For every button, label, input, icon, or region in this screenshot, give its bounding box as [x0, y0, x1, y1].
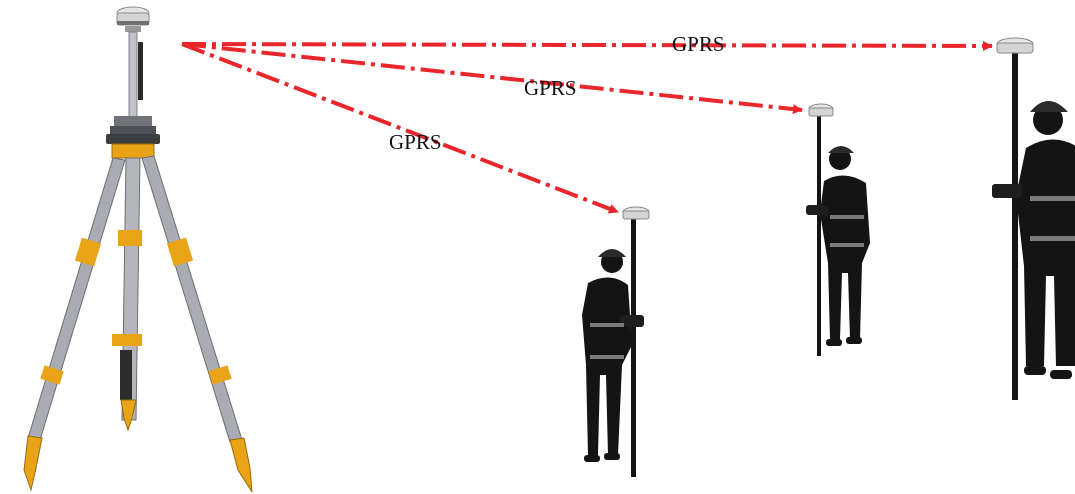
base-station-tripod-icon — [23, 6, 253, 493]
link-label-near: GPRS — [389, 130, 442, 154]
link-label-middle: GPRS — [524, 76, 577, 100]
link-arrow-near — [181, 42, 619, 214]
rover-middle-surveyor-icon — [806, 103, 870, 356]
link-arrow-far — [181, 40, 993, 51]
rover-far-surveyor-icon — [992, 37, 1075, 400]
link-label-far: GPRS — [672, 32, 725, 56]
rover-near-surveyor-icon — [582, 206, 650, 477]
gprs-links — [181, 40, 993, 214]
base-receiver-icon — [116, 6, 150, 32]
link-arrow-middle — [181, 42, 803, 115]
